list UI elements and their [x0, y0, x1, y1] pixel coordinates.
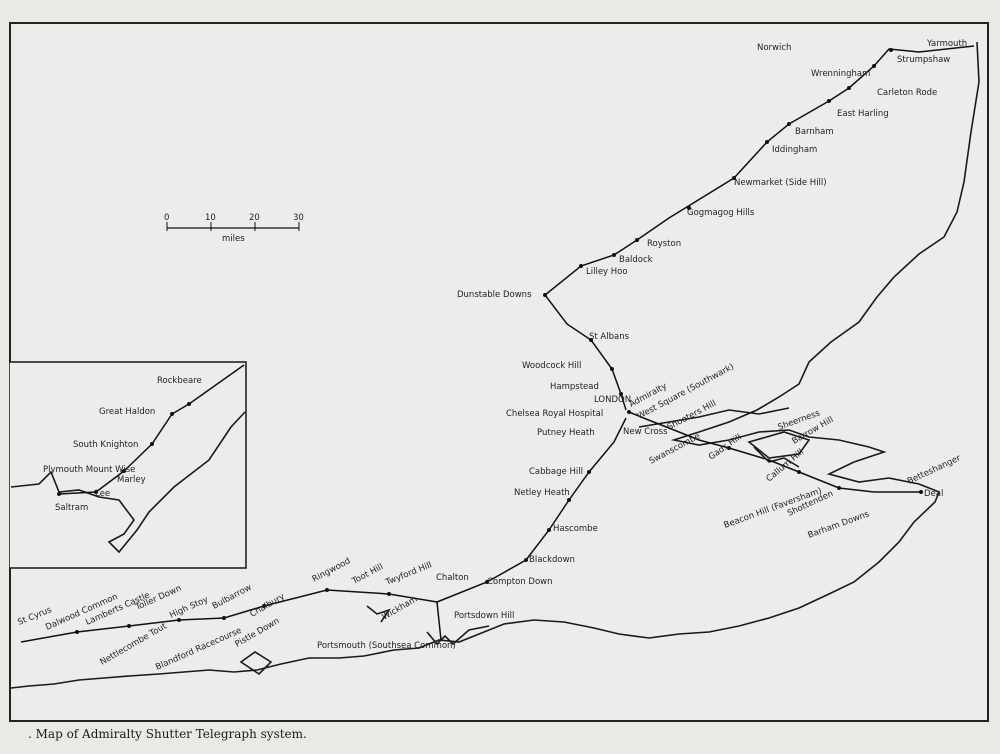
station-dot: [547, 528, 551, 532]
station-dot: [543, 293, 547, 297]
station-dot: [75, 630, 79, 634]
station-dot: [797, 470, 801, 474]
station-dot: [919, 490, 923, 494]
label-yarmouth: Yarmouth: [926, 39, 967, 49]
label-strumpshaw: Strumpshaw: [897, 55, 950, 65]
telegraph-map: 0 10 20 30 miles: [8, 22, 989, 722]
station-dot: [122, 469, 126, 473]
station-dot: [567, 498, 571, 502]
label-iddingham: Iddingham: [772, 145, 817, 155]
route-london-portsmouth: [436, 417, 627, 603]
label-rockbeare: Rockbeare: [157, 376, 202, 386]
station-dot: [170, 412, 174, 416]
label-new-cross: New Cross: [623, 427, 668, 437]
station-dot: [262, 604, 266, 608]
label-lee: Lee: [95, 489, 110, 499]
label-deal: Deal: [924, 489, 943, 499]
label-newmarket: Newmarket (Side Hill): [734, 178, 827, 188]
inset-coast: [10, 411, 246, 554]
label-cabbage-hill: Cabbage Hill: [529, 467, 583, 477]
station-dot: [387, 592, 391, 596]
label-royston: Royston: [647, 239, 681, 249]
station-dot: [827, 99, 831, 103]
inset-border: [8, 361, 247, 569]
coastline: [10, 41, 980, 689]
station-dot: [687, 206, 691, 210]
station-dot: [612, 253, 616, 257]
station-dot: [889, 48, 893, 52]
label-plymouth-mount-wise: Plymouth Mount Wise: [43, 465, 135, 475]
station-dot: [589, 338, 593, 342]
station-dot: [187, 402, 191, 406]
station-dot: [847, 86, 851, 90]
label-london: LONDON: [594, 395, 631, 405]
river-medway: [753, 446, 800, 468]
scale-tick-20: 20: [249, 213, 260, 223]
scale-tick-0: 0: [164, 213, 169, 223]
station-dot: [57, 492, 61, 496]
station-dot: [150, 442, 154, 446]
station-dot: [325, 588, 329, 592]
label-lilley-hoo: Lilley Hoo: [586, 267, 628, 277]
station-dot: [524, 558, 528, 562]
station-dot: [872, 64, 876, 68]
station-dot: [587, 470, 591, 474]
route-london-deal: [628, 411, 921, 493]
label-south-knighton: South Knighton: [73, 440, 138, 450]
label-gogmagog: Gogmagog Hills: [687, 208, 755, 218]
station-dot: [485, 580, 489, 584]
thames-estuary: [638, 407, 790, 428]
label-wrenningham: Wrenningham: [811, 69, 870, 79]
station-dot: [579, 264, 583, 268]
label-carleton-rode: Carleton Rode: [877, 88, 937, 98]
island-sheppey: [747, 431, 811, 459]
scale-unit: miles: [222, 234, 245, 244]
station-dot: [94, 490, 98, 494]
station-dot: [619, 392, 623, 396]
label-great-haldon: Great Haldon: [99, 407, 155, 417]
station-dot: [837, 486, 841, 490]
solent: [426, 625, 490, 646]
poole-harbour: [366, 605, 391, 623]
station-dot: [222, 616, 226, 620]
label-barnham: Barnham: [795, 127, 834, 137]
label-woodcock-hill: Woodcock Hill: [522, 361, 581, 371]
label-netley-heath: Netley Heath: [514, 488, 570, 498]
route-portsmouth-branch: [436, 601, 442, 641]
station-dot: [627, 410, 631, 414]
label-portsdown-hill: Portsdown Hill: [454, 611, 514, 621]
label-blackdown: Blackdown: [529, 555, 575, 565]
label-portsmouth: Portsmouth (Southsea Common): [317, 641, 456, 651]
station-markers: [75, 48, 923, 634]
station-dot: [177, 618, 181, 622]
label-st-albans: St Albans: [589, 332, 630, 342]
label-marley: Marley: [117, 475, 146, 485]
scale-bar: 0 10 20 30 miles: [164, 213, 304, 244]
island-wight: [239, 651, 273, 676]
label-baldock: Baldock: [619, 255, 653, 265]
station-dot: [727, 446, 731, 450]
station-dot: [635, 238, 639, 242]
label-dunstable-downs: Dunstable Downs: [457, 290, 532, 300]
label-hampstead: Hampstead: [550, 382, 599, 392]
label-saltram: Saltram: [55, 503, 88, 513]
station-dot: [732, 176, 736, 180]
station-dot: [765, 140, 769, 144]
scale-tick-30: 30: [293, 213, 304, 223]
scale-tick-10: 10: [205, 213, 216, 223]
label-putney-heath: Putney Heath: [537, 428, 595, 438]
label-east-harling: East Harling: [837, 109, 889, 119]
label-norwich: Norwich: [757, 43, 791, 53]
label-chelsea-royal-hospital: Chelsea Royal Hospital: [506, 409, 603, 419]
label-compton-down: Compton Down: [487, 577, 553, 587]
label-hascombe: Hascombe: [553, 524, 598, 534]
station-dot: [787, 122, 791, 126]
station-dot: [127, 624, 131, 628]
station-dot: [610, 367, 614, 371]
map-caption: . Map of Admiralty Shutter Telegraph sys…: [28, 727, 307, 741]
inset-map: Rockbeare Great Haldon South Knighton Pl…: [8, 361, 247, 569]
label-chalton: Chalton: [436, 573, 469, 583]
